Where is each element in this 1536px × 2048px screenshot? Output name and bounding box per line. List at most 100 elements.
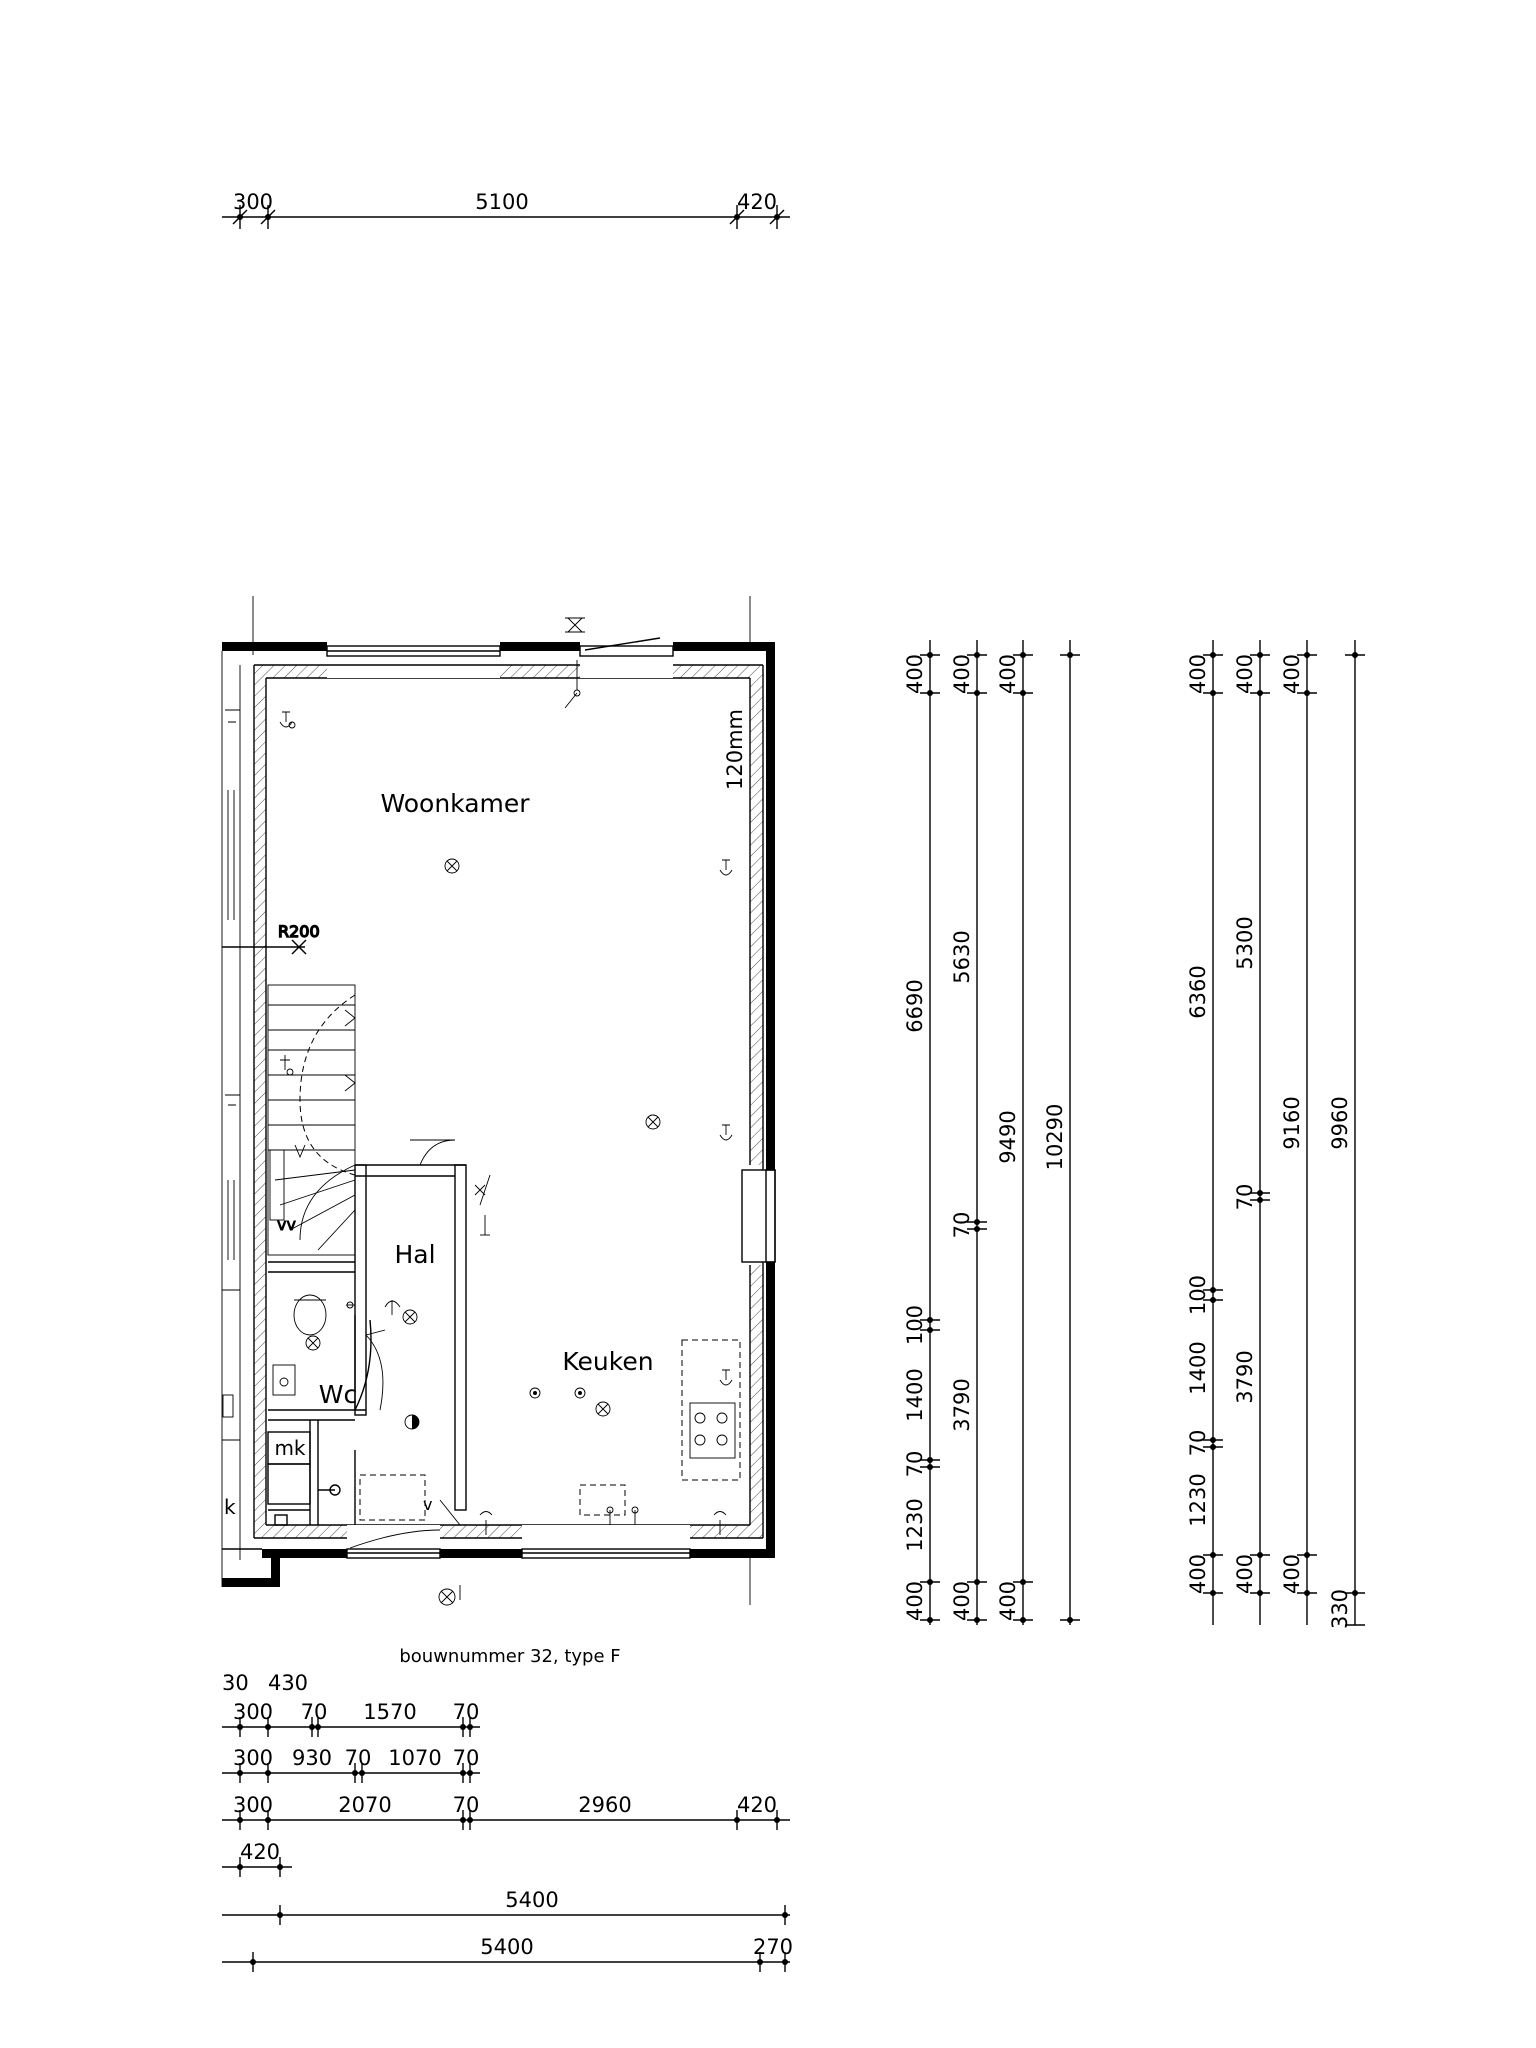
vdim1-c2-5630: 5630	[950, 930, 974, 983]
vertical-dimensions-set-2: 400 6360 100 1400 70 1230 400 400 5300 7…	[1186, 640, 1365, 1629]
vdim2-c3-9160: 9160	[1280, 1096, 1304, 1149]
ventilation-label-v: v	[423, 1495, 432, 1514]
socket-icon	[719, 1369, 733, 1386]
vdim2-c1-6360: 6360	[1186, 965, 1210, 1018]
vdim2-c2-400a: 400	[1233, 654, 1257, 694]
vdim1-c1-100: 100	[903, 1305, 927, 1345]
vdim1-c2-400a: 400	[950, 654, 974, 694]
socket-icon	[719, 859, 733, 876]
dim-row2-1570: 1570	[363, 1700, 416, 1724]
vdim2-c1-70: 70	[1186, 1430, 1210, 1457]
dim-row4-420: 420	[737, 1793, 777, 1817]
socket-icon	[713, 1511, 727, 1535]
dim-row4-70: 70	[453, 1793, 480, 1817]
socket-icon	[279, 711, 296, 729]
vdim2-c1-1230: 1230	[1186, 1473, 1210, 1526]
grid-axis-lines	[252, 596, 751, 1605]
dim-row3-70a: 70	[345, 1746, 372, 1770]
dim-row2-300: 300	[233, 1700, 273, 1724]
dim-row4-2070: 2070	[338, 1793, 391, 1817]
switch-icon	[480, 1215, 490, 1236]
dim-row1-30: 30	[222, 1671, 249, 1695]
vent-mark-icon	[565, 617, 585, 633]
meterkast-box	[267, 1431, 341, 1526]
vdim1-c1-1400: 1400	[903, 1368, 927, 1421]
ceiling-light-icon	[402, 1309, 418, 1325]
lighting-points	[305, 858, 661, 1606]
dim-top-5100: 5100	[475, 190, 528, 214]
vdim1-c3-400b: 400	[996, 1581, 1020, 1621]
socket-icon	[225, 709, 240, 723]
top-dimension-line: 300 5100 420	[222, 190, 790, 229]
spot-light-icon	[574, 1387, 586, 1399]
socket-icon	[225, 1094, 240, 1106]
window-openings	[327, 642, 775, 1558]
vdim2-c2-5300: 5300	[1233, 916, 1257, 969]
dim-row3-930: 930	[292, 1746, 332, 1770]
wall-thickness-label: 120mm	[723, 709, 747, 790]
switch-icon	[631, 1506, 639, 1525]
dim-row2-70a: 70	[301, 1700, 328, 1724]
vdim1-c2-3790: 3790	[950, 1378, 974, 1431]
vdim1-c1-400a: 400	[903, 654, 927, 694]
vertical-dimensions-set-1: 400 6690 100 1400 70 1230 400 400 5630 7…	[903, 640, 1080, 1625]
vdim2-c4-330: 330	[1328, 1589, 1352, 1629]
vdim1-c1-1230: 1230	[903, 1498, 927, 1551]
vdim2-c1-400a: 400	[1186, 654, 1210, 694]
dim-row3-300: 300	[233, 1746, 273, 1770]
wall-outlets	[225, 617, 733, 1535]
dim-row1-430: 430	[268, 1671, 308, 1695]
vdim1-c2-400b: 400	[950, 1581, 974, 1621]
vdim1-c3-9490: 9490	[996, 1110, 1020, 1163]
ceiling-light-icon	[444, 858, 460, 874]
vdim2-c2-70: 70	[1233, 1184, 1257, 1211]
vdim1-c4-10290: 10290	[1043, 1104, 1067, 1171]
bottom-dimension-lines: 30 430 300 70 1570 70 300 930 70 1070 70…	[222, 1671, 793, 1972]
vdim2-c2-400b: 400	[1233, 1554, 1257, 1594]
drawing-caption: bouwnummer 32, type F	[399, 1646, 620, 1667]
socket-icon	[479, 1511, 493, 1535]
dim-row6-5400: 5400	[505, 1888, 558, 1912]
dim-row4-300: 300	[233, 1793, 273, 1817]
dim-row7-5400: 5400	[480, 1935, 533, 1959]
dim-row3-1070: 1070	[388, 1746, 441, 1770]
dim-top-420: 420	[737, 190, 777, 214]
switch-icon	[564, 660, 581, 709]
room-label-mk-adjacent: k	[224, 1495, 236, 1519]
vdim1-c2-70: 70	[950, 1212, 974, 1239]
hal-walls	[268, 1164, 467, 1525]
outside-light-icon	[438, 1585, 461, 1606]
vdim1-c1-6690: 6690	[903, 979, 927, 1032]
ceiling-light-icon	[305, 1335, 321, 1351]
light-bracket-icon	[384, 1300, 401, 1315]
dim-row7-270: 270	[753, 1935, 793, 1959]
dim-row3-70b: 70	[453, 1746, 480, 1770]
socket-icon	[474, 1174, 491, 1206]
room-label-hal: Hal	[394, 1240, 435, 1269]
vdim2-c1-400b: 400	[1186, 1554, 1210, 1594]
socket-icon	[719, 1124, 733, 1141]
dim-row2-70b: 70	[453, 1700, 480, 1724]
window-frames	[326, 637, 776, 1559]
spot-light-icon	[529, 1387, 541, 1399]
outer-walls	[222, 642, 775, 1587]
vdim2-c4-9960: 9960	[1328, 1096, 1352, 1149]
radius-marker: R200	[222, 921, 320, 955]
room-label-woonkamer: Woonkamer	[380, 789, 530, 818]
room-label-mk: mk	[274, 1436, 305, 1460]
switch-icon	[606, 1506, 614, 1525]
vdim1-c1-70: 70	[903, 1451, 927, 1478]
room-label-keuken: Keuken	[562, 1347, 653, 1376]
vdim1-c3-400a: 400	[996, 654, 1020, 694]
vdim2-c3-400a: 400	[1280, 654, 1304, 694]
dim-row4-2960: 2960	[578, 1793, 631, 1817]
ceiling-light-icon	[645, 1114, 661, 1130]
vdim1-c1-400b: 400	[903, 1581, 927, 1621]
radius-label: R200	[278, 922, 320, 941]
staircase: vv	[267, 984, 356, 1256]
dim-row5-420: 420	[240, 1840, 280, 1864]
doorbell-icon	[404, 1414, 420, 1430]
vdim2-c1-100: 100	[1186, 1275, 1210, 1315]
vdim2-c3-400b: 400	[1280, 1554, 1304, 1594]
